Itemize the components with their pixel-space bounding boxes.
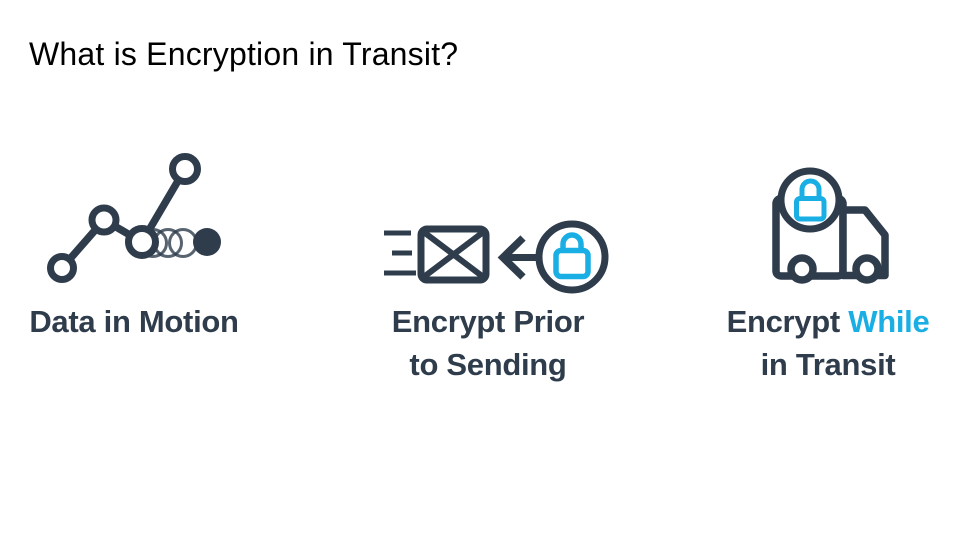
encrypt-prior-line2: to Sending <box>409 347 567 382</box>
left-arrow-icon <box>497 235 540 280</box>
data-in-motion-icon <box>47 153 221 283</box>
truck-wheel-left <box>787 254 817 284</box>
truck-lock-icon <box>772 167 889 284</box>
moving-node-dot <box>193 228 221 256</box>
data-in-motion-label-text: Data in Motion <box>29 304 239 339</box>
data-in-motion-label: Data in Motion <box>4 300 264 343</box>
encrypt-prior-line1: Encrypt Prior <box>391 304 585 339</box>
speed-lines-icon <box>384 230 416 276</box>
encrypt-in-transit-line1-prefix: Encrypt <box>726 304 849 339</box>
lock-badge-icon <box>777 167 843 233</box>
truck-wheel-right <box>852 254 882 284</box>
encrypt-in-transit-label: Encrypt While in Transit <box>698 300 958 386</box>
slide-title: What is Encryption in Transit? <box>29 36 459 72</box>
encrypt-in-transit-line1-highlight: While <box>848 304 930 339</box>
envelope-lock-icon <box>384 220 609 294</box>
lock-circle-icon <box>535 220 609 294</box>
envelope-icon <box>417 225 490 284</box>
encrypt-in-transit-line2: in Transit <box>760 347 896 382</box>
encrypt-prior-label: Encrypt Prior to Sending <box>358 300 618 386</box>
